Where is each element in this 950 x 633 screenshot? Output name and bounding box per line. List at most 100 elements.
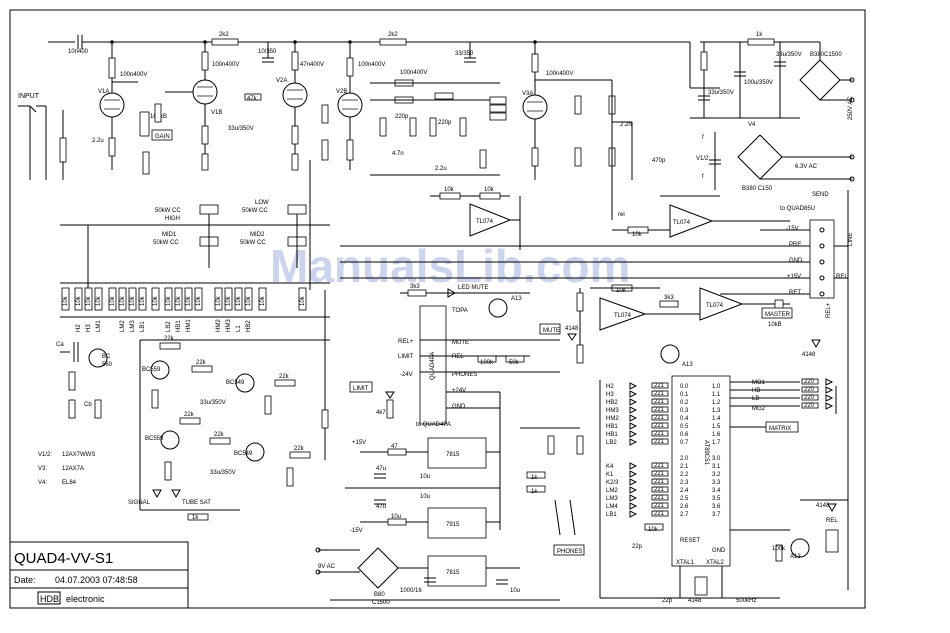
res-label: 10k (632, 232, 643, 238)
transistor (160, 430, 180, 450)
quad4pa-connector: 3k3 LED MUTE A13 QUAD4PA TOPA MUTE REL P… (349, 284, 584, 428)
cap-label: Ca (56, 342, 64, 348)
cap-label: 100u/350V (744, 80, 773, 86)
pin-label: -15V (786, 226, 799, 232)
mcu-pin: 3.0 (712, 456, 721, 462)
transistor (235, 373, 255, 393)
phones-jack (553, 544, 585, 556)
mute-label: MUTE (543, 328, 560, 334)
crystal-label: 4148 (688, 598, 702, 604)
cap-label: 2.2u (435, 166, 447, 172)
led-channel-label: H2 (606, 384, 614, 390)
plus15-label: +15V (352, 440, 366, 446)
pin-label: GND (452, 404, 466, 410)
row-resistor (61, 287, 70, 311)
opamp-4 (699, 287, 744, 321)
row-label: HM3 (226, 319, 232, 332)
rel-plus-label: REL+ (826, 302, 832, 318)
mcu-pin: 2.2 (680, 472, 689, 478)
row-resistor-label: 10k (166, 295, 172, 306)
svg-text:47k: 47k (247, 96, 258, 102)
switch-resistor (801, 386, 819, 393)
row-label: HM2 (216, 319, 222, 332)
mcu-pin: 2.4 (680, 488, 689, 494)
channel-led (629, 390, 638, 398)
tube-type: 12AX7WWS (62, 452, 95, 458)
bridge-rectifier-lv (357, 547, 399, 589)
send-label: SEND (812, 192, 829, 198)
led-channel-label: HB2 (606, 400, 618, 406)
bridge-label: B380 C150 (742, 186, 773, 192)
low-label: LOW (255, 200, 269, 206)
mcu-pins: 0.00.10.20.30.40.50.60.72.02.12.22.32.42… (680, 384, 721, 518)
row-resistor-label: 10k (176, 295, 182, 306)
channel-resistor (651, 390, 669, 397)
row-resistor-label: 10k (76, 295, 82, 306)
res-label: 2k2 (388, 32, 398, 38)
led-channel-label: LB2 (606, 440, 617, 446)
row-resistor-label: 10k (96, 295, 102, 306)
switch-resistor-label: 220 (804, 379, 815, 385)
cap-label: 100n400V (120, 72, 147, 78)
f-label: f (702, 174, 704, 180)
input-jack: INPUT (18, 93, 67, 180)
opamp-section: TL074 10k 10k TL074 10k TL074 10k 3k3 TL… (430, 187, 793, 331)
switch-led (825, 378, 834, 386)
mcu-pin: 1.4 (712, 416, 721, 422)
cap-label: 10u (510, 588, 520, 594)
pot-label: 50kW CC (242, 208, 268, 214)
channel-resistor (651, 510, 669, 517)
mcu-pin: 2.1 (680, 464, 689, 470)
row-resistor (258, 287, 267, 311)
row-label: LB2 (166, 321, 172, 332)
cap-label: 47n400V (300, 62, 324, 68)
mcu-pin: 1.1 (712, 392, 721, 398)
channel-resistor (651, 462, 669, 469)
mcu-pin: 1.6 (712, 432, 721, 438)
res-label: 22k (214, 432, 225, 438)
mcu-pin: 2.7 (680, 512, 689, 518)
led-channel-label: K4 (606, 464, 614, 470)
res-label: 1k (531, 475, 538, 481)
cap-label: 22p (662, 598, 673, 604)
row-resistor-label: 10k (63, 295, 69, 306)
res-label: 22k (294, 446, 305, 452)
ic-label: 7915 (446, 522, 460, 528)
transistor-label: A13 (682, 362, 693, 368)
company-logo (37, 591, 61, 605)
channel-resistor-label: 221 (654, 391, 665, 397)
switch-label: MO1 (752, 380, 766, 386)
row-resistor-label: 10k (260, 295, 266, 306)
mcu-pin: 1.0 (712, 384, 721, 390)
schematic-border (9, 9, 866, 609)
opamp-2 (669, 204, 714, 238)
watermark: ManualsLib.com (270, 240, 630, 292)
minus24-label: -24V (400, 372, 413, 378)
ic-label: 7815 (446, 452, 460, 458)
row-resistor-label: 10k (236, 295, 242, 306)
switch-resistor-label: 220 (804, 387, 815, 393)
row-resistor-label: 10k (153, 295, 159, 306)
res-label: 100k (772, 546, 786, 552)
input-label: INPUT (18, 93, 40, 100)
send-return-jack (809, 219, 835, 299)
channel-resistor (651, 398, 669, 405)
led-channel-label: LM4 (606, 504, 618, 510)
row-label: LM1 (96, 320, 102, 332)
row-resistor-label: 10k (110, 295, 116, 306)
row-resistor (74, 287, 83, 311)
channel-resistor-label: 221 (654, 439, 665, 445)
cap-label: 33u/350V (210, 470, 236, 476)
transistor (488, 298, 508, 318)
mcu-pin: 3.6 (712, 504, 721, 510)
res-label: 22k (196, 360, 207, 366)
row-resistor (234, 287, 243, 311)
channel-led (629, 398, 638, 406)
res-label: 10k (484, 187, 495, 193)
tube-label: V2B (336, 89, 347, 95)
channel-resistor (651, 486, 669, 493)
mcu-pin: 3.5 (712, 496, 721, 502)
ac-hv-label: 250V AC (848, 96, 854, 120)
mcu-pin: 0.3 (680, 408, 689, 414)
tube-v1b (192, 79, 218, 105)
